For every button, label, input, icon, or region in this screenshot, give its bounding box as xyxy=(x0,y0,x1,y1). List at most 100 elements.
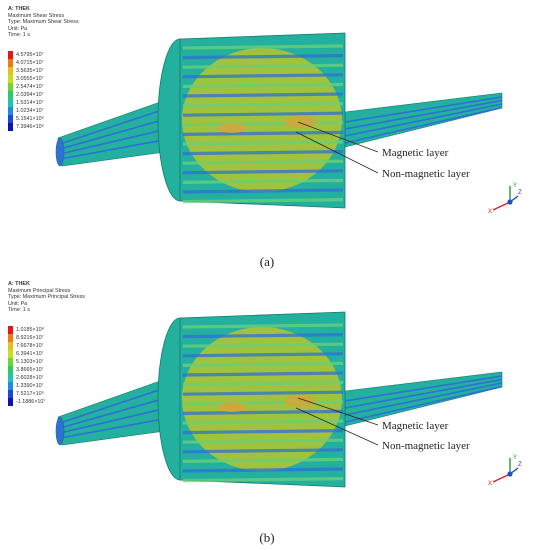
legend-swatch xyxy=(8,374,13,382)
leader-line xyxy=(295,407,379,446)
header-line: Type: Maximum Principal Stress xyxy=(8,294,85,301)
y-axis-label: Y xyxy=(513,455,517,461)
triad-origin xyxy=(507,199,513,205)
header-line: A: THEK xyxy=(8,281,30,287)
result-header: A: THEK Maximum Principal Stress Type: M… xyxy=(8,281,85,314)
legend-value: 2.6028×10⁷ xyxy=(16,375,44,381)
legend-value: 7.5217×10⁵ xyxy=(16,391,44,397)
legend-value: 5.1541×10⁶ xyxy=(16,116,44,122)
lamination-layer xyxy=(182,467,344,473)
stress-contour-model xyxy=(55,311,503,488)
panel-a: A: THEK Maximum Shear Stress Type: Maxim… xyxy=(8,6,522,269)
lamination-layer xyxy=(182,352,344,358)
lamination-layer xyxy=(182,102,344,108)
legend-entry: -1.1886×10⁷ xyxy=(8,398,45,406)
lamination-layer xyxy=(182,178,344,184)
legend-value: 2.5474×10⁷ xyxy=(16,84,44,90)
legend-swatch xyxy=(8,366,13,374)
lamination-layer xyxy=(182,438,344,444)
legend-swatch xyxy=(8,350,13,358)
legend-value: 1.3390×10⁷ xyxy=(16,383,44,389)
shaft-stripe xyxy=(344,103,503,137)
legend-swatch xyxy=(8,99,13,107)
lamination-layer xyxy=(182,92,344,98)
shaft-stripe xyxy=(344,106,503,144)
lamination-layer xyxy=(182,477,344,483)
shaft-stripe xyxy=(344,99,503,130)
legend-value: 3.8665×10⁷ xyxy=(16,367,44,373)
stress-hotspot xyxy=(218,123,246,133)
legend-entry: 2.0394×10⁷ xyxy=(8,91,44,99)
header-line: Time: 1 s xyxy=(8,307,30,314)
legend-value: 3.5635×10⁷ xyxy=(16,68,44,74)
legend-entry: 3.5635×10⁷ xyxy=(8,67,44,75)
leader-line xyxy=(297,397,379,426)
legend-entry: 4.5795×10⁷ xyxy=(8,51,44,59)
callout-non-magnetic-layer: Non-magnetic layer xyxy=(382,168,470,180)
legend-entry: 8.9216×10⁷ xyxy=(8,334,45,342)
axis-triad: Y X Z xyxy=(488,183,522,215)
legend-value: 7.3946×10⁶ xyxy=(16,124,44,130)
legend-swatch xyxy=(8,75,13,83)
legend-swatch xyxy=(8,67,13,75)
stress-hotspot xyxy=(218,402,246,412)
legend-entry: 3.0555×10⁷ xyxy=(8,75,44,83)
callout-magnetic-layer: Magnetic layer xyxy=(382,420,449,432)
legend-swatch xyxy=(8,59,13,67)
stress-hotspot xyxy=(284,395,316,407)
legend-swatch xyxy=(8,51,13,59)
lamination-layer xyxy=(182,333,344,339)
legend-entry: 7.6678×10⁷ xyxy=(8,342,45,350)
legend-swatch xyxy=(8,123,13,131)
lamination-layer xyxy=(182,198,344,204)
lamination-layer xyxy=(182,342,344,348)
header-line: Unit: Pa xyxy=(8,300,28,307)
leader-line xyxy=(295,131,379,174)
lamination-layer xyxy=(182,111,344,117)
legend-value: -1.1886×10⁷ xyxy=(16,399,46,405)
lamination-layer xyxy=(182,121,344,127)
legend-swatch xyxy=(8,91,13,99)
shaft-end-face xyxy=(55,416,65,446)
legend-swatch xyxy=(8,358,13,366)
shaft-stripe xyxy=(344,378,503,409)
lamination-layer xyxy=(182,361,344,367)
callout-non-magnetic-layer: Non-magnetic layer xyxy=(382,440,470,452)
lamination-layer xyxy=(182,73,344,79)
legend-value: 4.5795×10⁷ xyxy=(16,52,44,58)
legend-value: 8.9216×10⁷ xyxy=(16,335,44,341)
x-axis-label: X xyxy=(488,209,492,215)
lamination-layer xyxy=(182,429,344,435)
shaft-stripe xyxy=(344,382,503,416)
panel-b: A: THEK Maximum Principal Stress Type: M… xyxy=(0,275,534,550)
shaft-stripe xyxy=(344,385,503,423)
stress-hotspot xyxy=(284,116,316,128)
header-line: Time: 1 s xyxy=(8,32,30,39)
leader-line xyxy=(297,121,379,153)
lamination-layer xyxy=(182,150,344,156)
header-line: Maximum Shear Stress xyxy=(8,12,65,19)
legend-entry: 5.1541×10⁶ xyxy=(8,115,44,123)
legend-entry: 1.0234×10⁷ xyxy=(8,107,44,115)
legend-value: 1.0234×10⁷ xyxy=(16,108,44,114)
legend-value: 2.0394×10⁷ xyxy=(16,92,44,98)
z-axis-label: Z xyxy=(518,190,522,196)
legend-swatch xyxy=(8,390,13,398)
lamination-layer xyxy=(182,371,344,377)
legend-entry: 3.8665×10⁷ xyxy=(8,366,45,374)
x-axis-arrow xyxy=(492,201,511,211)
legend-swatch xyxy=(8,83,13,91)
lamination-layer xyxy=(182,159,344,165)
z-axis-label: Z xyxy=(518,462,522,468)
figure-caption: (a) xyxy=(259,254,275,269)
legend-swatch xyxy=(8,334,13,342)
legend-entry: 7.3946×10⁶ xyxy=(8,123,44,131)
legend-entry: 7.5217×10⁵ xyxy=(8,390,45,398)
legend-swatch xyxy=(8,326,13,334)
legend-value: 7.6678×10⁷ xyxy=(16,343,44,349)
lamination-layer xyxy=(182,188,344,194)
lamination-layer xyxy=(182,409,344,415)
legend-entry: 4.0715×10⁷ xyxy=(8,59,44,67)
